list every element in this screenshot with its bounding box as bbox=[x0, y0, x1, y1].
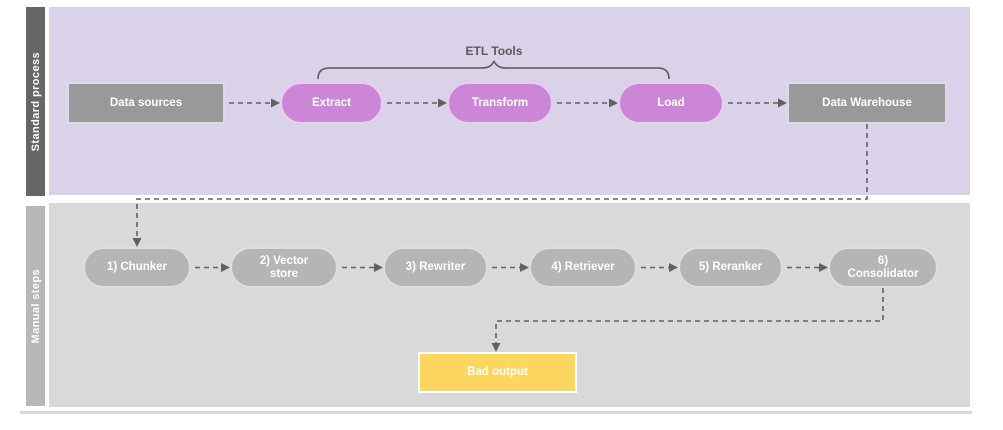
lane-label-standard-process: Standard process bbox=[26, 7, 45, 196]
node-load: Load bbox=[618, 82, 724, 124]
node-extract: Extract bbox=[280, 82, 383, 124]
node-data-sources: Data sources bbox=[67, 82, 225, 124]
lane-label-standard-process-text: Standard process bbox=[29, 51, 42, 152]
node-chunker: 1) Chunker bbox=[83, 247, 191, 288]
node-bad-output: Bad output bbox=[418, 352, 577, 393]
node-transform: Transform bbox=[447, 82, 553, 124]
node-consolidator: 6) Consolidator bbox=[828, 247, 938, 288]
node-data-warehouse: Data Warehouse bbox=[787, 82, 947, 124]
node-vector-store: 2) Vector store bbox=[230, 247, 338, 288]
etl-tools-label: ETL Tools bbox=[465, 44, 523, 58]
lane-label-manual-steps-text: Manual steps bbox=[29, 268, 42, 344]
page-divider bbox=[20, 411, 972, 414]
node-reranker: 5) Reranker bbox=[678, 247, 783, 288]
lane-label-manual-steps: Manual steps bbox=[26, 206, 45, 406]
node-retriever: 4) Retriever bbox=[529, 247, 637, 288]
node-rewriter: 3) Rewriter bbox=[383, 247, 488, 288]
